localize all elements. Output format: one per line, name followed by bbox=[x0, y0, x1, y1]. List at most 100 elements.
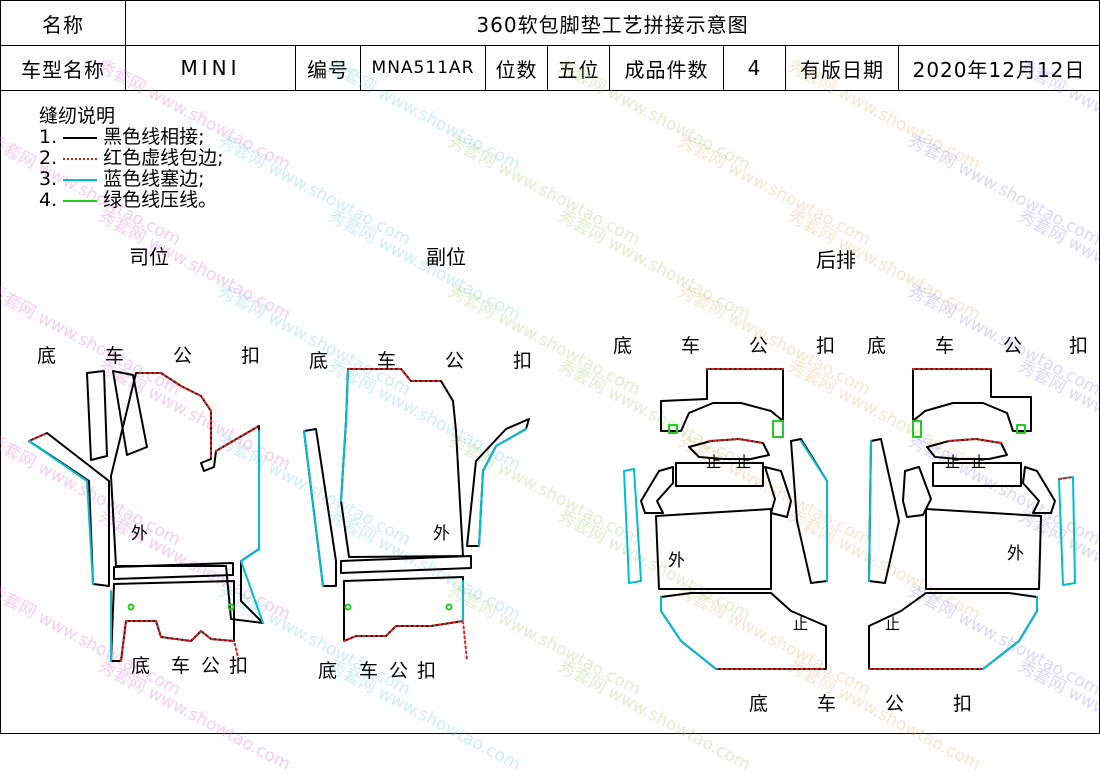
rear-right-hump-red bbox=[948, 438, 1002, 444]
cyan-line-swatch-icon bbox=[63, 178, 98, 181]
green-dot bbox=[344, 603, 352, 611]
label-che: 车 bbox=[359, 660, 379, 682]
label-di: 底 bbox=[867, 335, 887, 357]
label-wai: 外 bbox=[668, 551, 685, 571]
legend-text: 红色虚线包边; bbox=[103, 147, 224, 169]
rear-right-main bbox=[925, 508, 1042, 590]
name-label: 名称 bbox=[42, 12, 84, 37]
rear-left-side-cyan bbox=[623, 468, 642, 584]
legend-title: 缝纫说明 bbox=[39, 105, 116, 127]
rear-left-green-2 bbox=[772, 420, 784, 438]
label-gong: 公 bbox=[201, 655, 221, 677]
rear-right-green-1 bbox=[912, 420, 922, 438]
driver-lower-body bbox=[110, 580, 235, 662]
label-di: 底 bbox=[613, 335, 633, 357]
rear-right-side-red bbox=[1058, 476, 1074, 480]
label-gong: 公 bbox=[1003, 335, 1023, 357]
label-di: 底 bbox=[309, 350, 329, 372]
green-dot bbox=[127, 603, 135, 611]
label-gong: 公 bbox=[173, 345, 193, 367]
rear-right-wing-l bbox=[902, 466, 932, 518]
label-di: 底 bbox=[131, 655, 151, 677]
label-che: 车 bbox=[817, 693, 837, 715]
date-label: 有版日期 bbox=[800, 57, 884, 82]
passenger-right-wing-cyan bbox=[478, 428, 527, 547]
driver-lower-red bbox=[120, 620, 240, 662]
page-title: 360软包脚垫工艺拼接示意图 bbox=[476, 12, 749, 37]
rear-right-side-cyan bbox=[1058, 476, 1076, 586]
driver-side-strip bbox=[86, 370, 108, 461]
label-kou: 扣 bbox=[953, 693, 973, 715]
rear-left-wing-l bbox=[640, 466, 674, 514]
date-value: 2020年12月12日 bbox=[912, 57, 1086, 82]
date-label-cell: 有版日期 bbox=[786, 46, 899, 91]
seats-cell: 五位 bbox=[548, 46, 610, 91]
label-di: 底 bbox=[749, 693, 769, 715]
label-kou: 扣 bbox=[241, 345, 261, 367]
label-che: 车 bbox=[681, 335, 701, 357]
label-kou: 扣 bbox=[417, 660, 437, 682]
green-dot bbox=[227, 603, 235, 611]
legend-item-green: 4. 绿色线压线。 bbox=[39, 190, 224, 211]
driver-left-wing-red bbox=[28, 432, 48, 442]
rear-right-green-2 bbox=[1016, 424, 1026, 434]
seats-label-cell: 位数 bbox=[486, 46, 548, 91]
driver-main-top-red bbox=[138, 372, 212, 460]
passenger-pieces bbox=[303, 368, 530, 662]
name-label-cell: 名称 bbox=[1, 1, 126, 46]
label-zhi: 止 bbox=[793, 615, 809, 633]
driver-main-body bbox=[110, 372, 264, 624]
driver-main-side-red bbox=[215, 425, 260, 452]
code-cell: MNA511AR bbox=[361, 46, 486, 91]
passenger-lower-red bbox=[343, 620, 468, 662]
label-zhi: 止 bbox=[736, 453, 752, 471]
legend-text: 蓝色线塞边; bbox=[103, 168, 205, 190]
seats-label: 位数 bbox=[495, 57, 538, 82]
rear-pieces bbox=[623, 368, 1076, 670]
rear-right-side-left-cyan bbox=[868, 440, 872, 582]
rear-left-green-1 bbox=[668, 424, 678, 434]
title-cell: 360软包脚垫工艺拼接示意图 bbox=[126, 1, 1099, 46]
passenger-main-left-cyan bbox=[340, 370, 349, 502]
driver-band bbox=[113, 562, 234, 580]
black-line-swatch-icon bbox=[63, 136, 98, 139]
rear-left-mid bbox=[675, 462, 764, 487]
code-label-cell: 编号 bbox=[296, 46, 361, 91]
label-zhi: 止 bbox=[971, 453, 987, 471]
rear-left-hump-red bbox=[708, 438, 764, 444]
rear-left-wing-r bbox=[764, 466, 792, 518]
label-wai: 外 bbox=[131, 524, 148, 544]
section-rear: 后排 bbox=[816, 248, 856, 272]
passenger-lower-body bbox=[343, 576, 464, 642]
passenger-band bbox=[340, 555, 472, 574]
passenger-left-wing-cyan bbox=[303, 430, 324, 587]
label-gong: 公 bbox=[389, 660, 409, 682]
rear-left-side-right-cyan bbox=[800, 440, 828, 582]
rear-left-side-right bbox=[790, 438, 828, 584]
section-passenger: 副位 bbox=[426, 245, 466, 269]
legend-text: 绿色线压线。 bbox=[103, 189, 218, 211]
rear-left-bottom-cyan bbox=[660, 596, 717, 670]
legend-text: 黑色线相接; bbox=[103, 126, 205, 148]
rear-right-bottom-cyan bbox=[982, 596, 1038, 670]
driver-pieces bbox=[28, 370, 264, 662]
passenger-main-top-red bbox=[347, 368, 442, 382]
legend-num: 4. bbox=[39, 189, 58, 211]
code-value: MNA511AR bbox=[371, 58, 475, 78]
green-line-swatch-icon bbox=[63, 199, 98, 202]
legend-num: 1. bbox=[39, 126, 58, 148]
label-gong: 公 bbox=[885, 693, 905, 715]
label-kou: 扣 bbox=[229, 655, 249, 677]
model-cell: MINI bbox=[126, 46, 296, 91]
label-di: 底 bbox=[318, 660, 338, 682]
label-che: 车 bbox=[935, 335, 955, 357]
legend-item-black: 1. 黑色线相接; bbox=[39, 127, 224, 148]
label-che: 车 bbox=[171, 655, 191, 677]
label-wai: 外 bbox=[1007, 544, 1024, 564]
label-zhi: 止 bbox=[885, 615, 901, 633]
rear-right-wing-r bbox=[1022, 466, 1056, 514]
section-driver: 司位 bbox=[129, 245, 169, 269]
pieces-label: 成品件数 bbox=[624, 57, 709, 82]
seats-value: 五位 bbox=[557, 57, 600, 82]
